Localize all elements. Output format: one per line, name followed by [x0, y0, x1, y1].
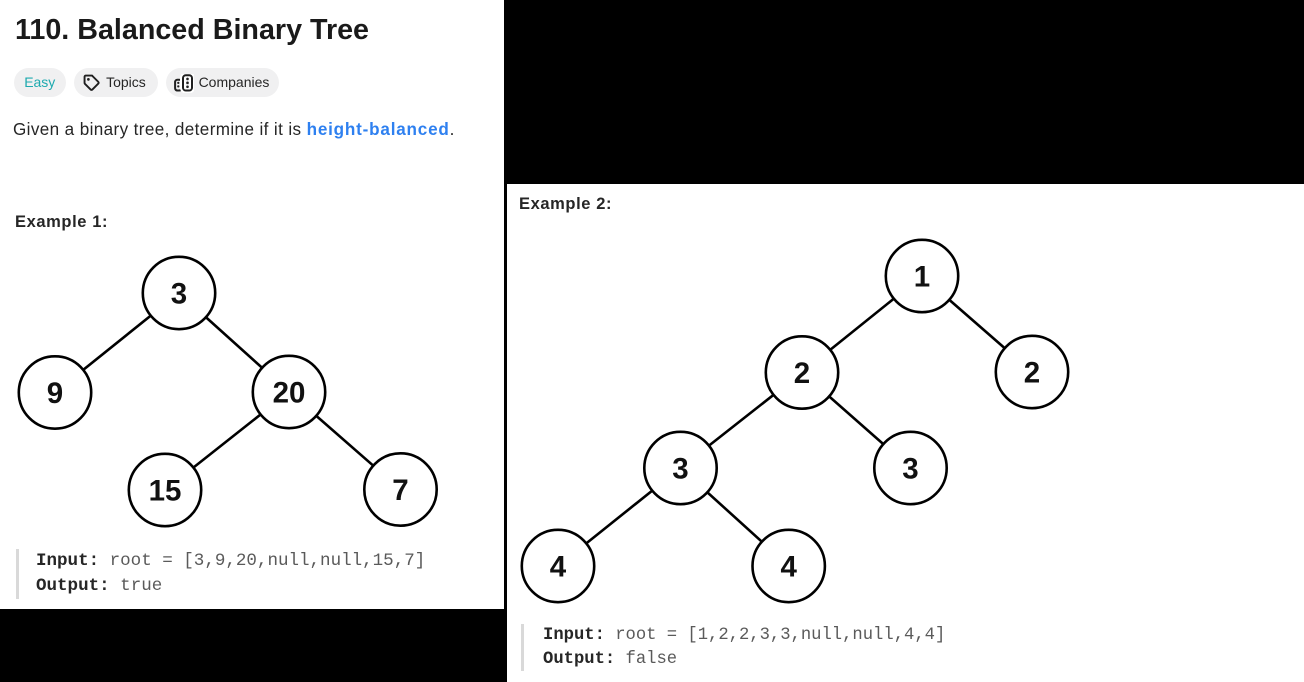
svg-text:1: 1 [914, 261, 930, 294]
svg-text:3: 3 [171, 278, 187, 311]
svg-text:2: 2 [794, 357, 810, 390]
svg-text:15: 15 [149, 475, 182, 508]
svg-text:2: 2 [1024, 357, 1040, 390]
svg-text:4: 4 [780, 551, 797, 584]
svg-text:9: 9 [47, 377, 63, 410]
svg-text:3: 3 [902, 453, 918, 486]
svg-text:3: 3 [672, 453, 688, 486]
svg-text:4: 4 [550, 551, 567, 584]
svg-text:7: 7 [392, 474, 408, 507]
svg-text:20: 20 [273, 377, 306, 410]
